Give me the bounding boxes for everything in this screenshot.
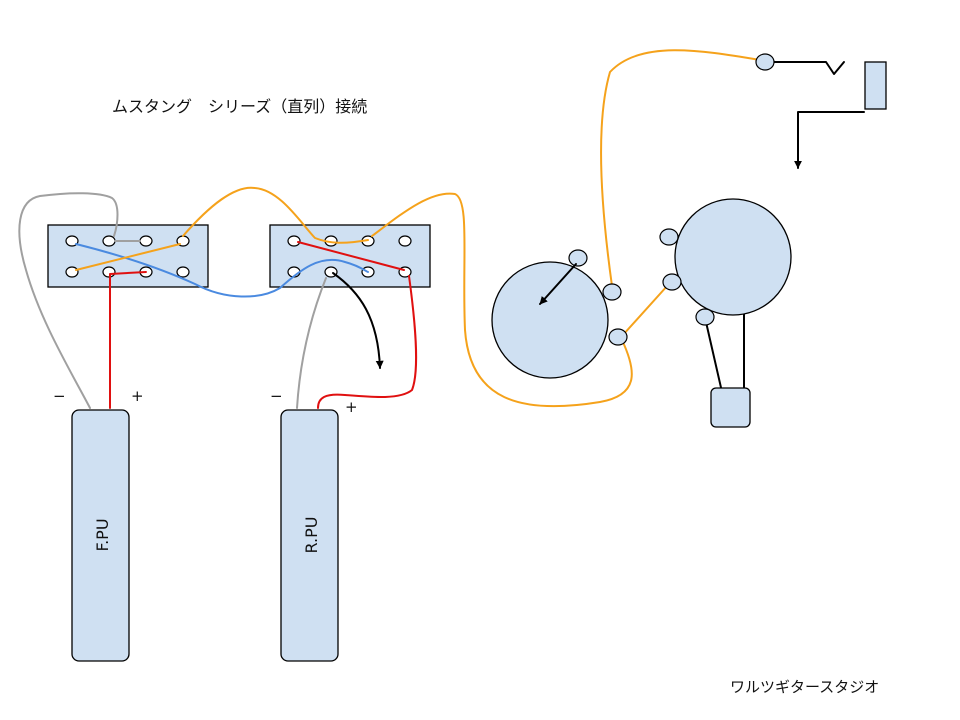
- volume-pot-lug-bottom: [695, 308, 715, 326]
- rear-pickup-hot-wire: [317, 275, 418, 409]
- tone-pot-lug-bottom: [608, 328, 628, 346]
- rear-pickup: [280, 409, 339, 662]
- studio-credit: ワルツギタースタジオ: [730, 678, 879, 696]
- volume-pot-lug-mid: [662, 273, 682, 291]
- output-jack-hot-lug: [755, 53, 775, 71]
- front-pickup-label: F.PU: [93, 518, 112, 551]
- diagram-title: ムスタング シリーズ（直列）接続: [112, 97, 367, 116]
- pot-link-wire: [621, 284, 669, 337]
- front-pickup-minus: −: [53, 387, 66, 405]
- tone-pot-wiper-arrow: [539, 263, 577, 305]
- tone-pot-lug-right: [602, 283, 622, 301]
- switch-bridge-wire: [182, 186, 369, 244]
- ground-arrow-wire: [332, 272, 384, 369]
- volume-pot: [674, 198, 792, 316]
- rear-pickup-minus: −: [270, 387, 283, 405]
- switch2-red-link: [297, 241, 405, 271]
- output-jack-ground-tab: [864, 61, 887, 110]
- blue-switch-link-wire: [75, 243, 369, 298]
- rear-pickup-label: R.PU: [302, 517, 321, 554]
- output-jack-ground-wire: [772, 61, 845, 75]
- tone-pot: [491, 261, 609, 379]
- rear-pickup-ground-wire: [296, 277, 327, 409]
- switch-to-tone-wire: [371, 192, 633, 408]
- tone-capacitor: [710, 387, 751, 428]
- rear-pickup-plus: +: [345, 398, 358, 416]
- volume-pot-lug-top: [659, 228, 679, 246]
- front-pickup-ground-wire: [18, 192, 119, 409]
- front-pickup: [71, 409, 130, 662]
- tone-pot-lug-top: [568, 249, 588, 267]
- jack-hot-wire: [600, 49, 761, 287]
- front-pickup-plus: +: [131, 387, 144, 405]
- front-pickup-hot-wire: [109, 271, 147, 409]
- chassis-ground-arrow: [794, 111, 865, 169]
- front-switch-lugs: [65, 235, 190, 278]
- switch1-cross-wire: [75, 243, 181, 271]
